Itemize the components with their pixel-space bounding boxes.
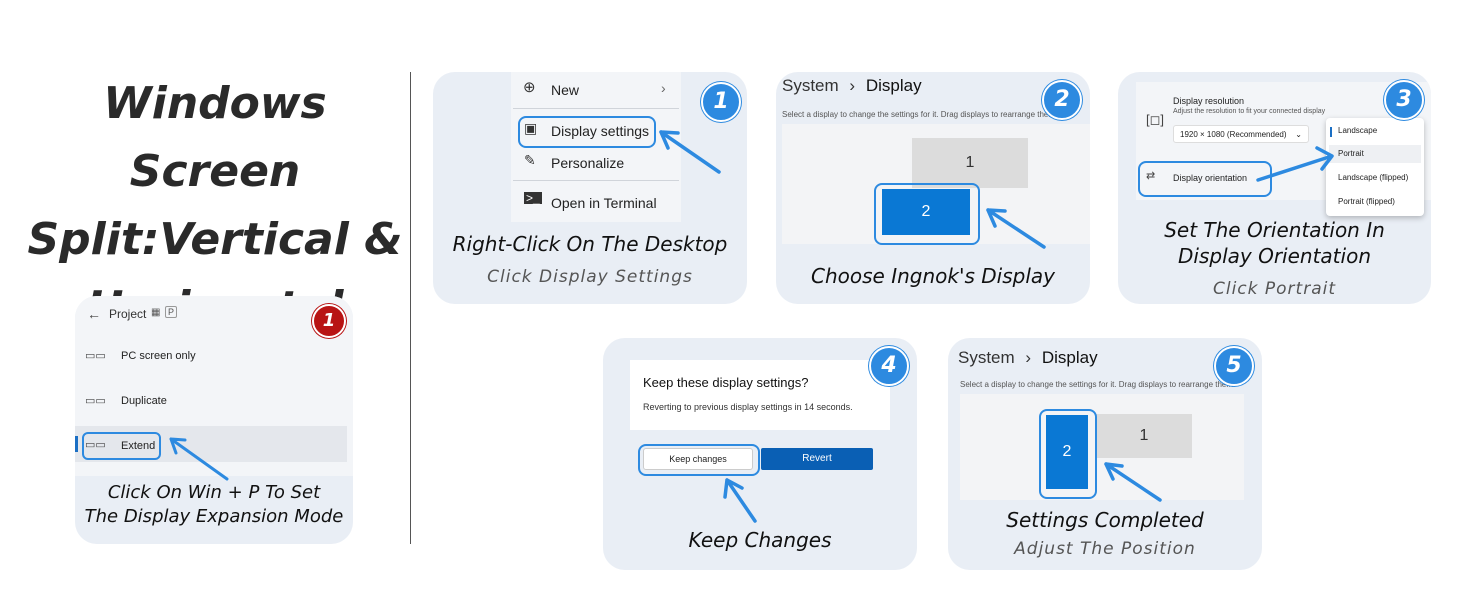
duplicate-icon: ▭▭ [85,395,106,407]
resolution-hint: Adjust the resolution to fit your connec… [1173,108,1326,115]
display-hint: Select a display to change the settings … [960,380,1236,389]
menu-item-new[interactable]: New [551,82,580,98]
selected-indicator [75,436,78,452]
card-project-mode: ← Project ▦ P 1 ▭▭ PC screen only ▭▭ Dup… [75,296,353,544]
caption: Keep Changes [688,528,832,552]
chevron-right-icon: › [661,80,666,96]
card-step-3: [◻] Display resolution Adjust the resolu… [1118,72,1431,304]
resolution-dropdown[interactable]: 1920 × 1080 (Recommended) ⌄ [1173,125,1309,143]
option-duplicate[interactable]: Duplicate [121,395,167,407]
caption-line-2: Display Orientation [1178,244,1371,268]
card-step-5: System › Display Select a display to cha… [948,338,1262,570]
keep-changes-button[interactable]: Keep changes [643,448,753,470]
display-hint: Select a display to change the settings … [782,110,1058,119]
menu-separator [513,180,679,181]
pointer-arrow-icon [1104,462,1162,502]
option-pc-screen-only[interactable]: PC screen only [121,350,196,362]
dialog [630,360,890,430]
pointer-arrow-icon [986,208,1046,249]
menu-item-display-settings[interactable]: Display settings [551,123,650,139]
card-step-2: System › Display Select a display to cha… [776,72,1090,304]
option-landscape-flipped[interactable]: Landscape (flipped) [1338,173,1409,182]
menu-item-personalize[interactable]: Personalize [551,155,625,171]
breadcrumb-parent[interactable]: System [958,348,1015,367]
display-settings-highlight [518,116,656,148]
monitor-icon: ▭▭ [85,350,106,362]
step-badge: 1 [701,82,741,122]
breadcrumb-current: Display [1041,348,1098,367]
display-settings-icon: ▣ [524,120,538,136]
extend-highlight [82,432,161,460]
step-badge: 2 [1042,80,1082,120]
orientation-icon: ⇄ [1146,170,1156,182]
windows-key-icon: ▦ [151,307,161,318]
breadcrumb-parent[interactable]: System [782,76,839,95]
back-arrow-icon[interactable]: ← [87,306,101,322]
breadcrumb: System › Display [958,348,1098,368]
new-icon: ⊕ [523,79,536,96]
title-line-1: Windows Screen [103,78,327,197]
monitor-2-highlight [874,183,980,245]
pointer-arrow-icon [723,478,757,523]
step-badge: 4 [869,346,909,386]
pointer-arrow-icon [1256,146,1334,182]
personalize-icon: ✎ [524,152,536,168]
breadcrumb-separator: › [1025,348,1032,367]
step-badge: 1 [312,304,346,338]
p-key-icon: P [165,306,178,318]
caption: Choose Ingnok's Display [811,264,1055,288]
revert-button[interactable]: Revert [761,448,873,470]
monitor-2-highlight [1039,409,1097,499]
caption-line-1: Set The Orientation In [1164,218,1385,242]
option-portrait-flipped[interactable]: Portrait (flipped) [1338,197,1395,206]
title-line-2: Split:Vertical & [27,214,403,265]
keep-changes-highlight [638,444,760,476]
monitor-2[interactable]: 2 [882,189,970,235]
breadcrumb-separator: › [849,76,856,95]
breadcrumb-current: Display [865,76,922,95]
resolution-icon: [◻] [1146,112,1165,127]
subcaption: Click Portrait [1212,279,1336,299]
step-badge: 3 [1384,80,1424,120]
orientation-label[interactable]: Display orientation [1173,173,1248,183]
option-landscape[interactable]: Landscape [1338,126,1378,135]
subcaption: Adjust The Position [1014,539,1196,559]
orientation-highlight [1138,161,1272,197]
resolution-value: 1920 × 1080 (Recommended) [1180,130,1287,139]
option-extend[interactable]: Extend [121,440,156,452]
step-badge: 5 [1214,346,1254,386]
menu-separator [513,108,679,109]
option-portrait-row [1329,145,1421,163]
subcaption: Click Display Settings [487,267,693,287]
pointer-arrow-icon [659,130,721,174]
caption: Settings Completed [1006,508,1204,532]
caption-line-2: The Display Expansion Mode [84,506,344,527]
orientation-dropdown-list: Landscape Portrait Landscape (flipped) P… [1326,118,1424,216]
pointer-arrow-icon [169,437,229,481]
option-portrait[interactable]: Portrait [1338,149,1364,158]
dialog-title: Keep these display settings? [643,375,809,390]
resolution-label: Display resolution [1173,96,1245,106]
card-step-4: Keep these display settings? Reverting t… [603,338,917,570]
monitor-1[interactable]: 1 [912,138,1028,188]
breadcrumb: System › Display [782,76,922,96]
dialog-text: Reverting to previous display settings i… [643,402,853,412]
option-landscape-indicator [1330,127,1332,137]
chevron-down-icon: ⌄ [1295,130,1302,139]
vertical-divider [410,72,411,544]
monitor-1[interactable]: 1 [1096,414,1192,458]
project-header: Project [109,307,147,321]
menu-item-open-in-terminal[interactable]: Open in Terminal [551,195,657,211]
terminal-icon: >_ [524,191,542,205]
card-step-1: ⊕ New › ▣ Display settings ✎ Personalize… [433,72,747,304]
caption: Right-Click On The Desktop [452,232,728,256]
monitor-2[interactable]: 2 [1046,415,1088,489]
caption-line-1: Click On Win + P To Set [107,482,321,503]
extend-icon: ▭▭ [85,439,106,451]
